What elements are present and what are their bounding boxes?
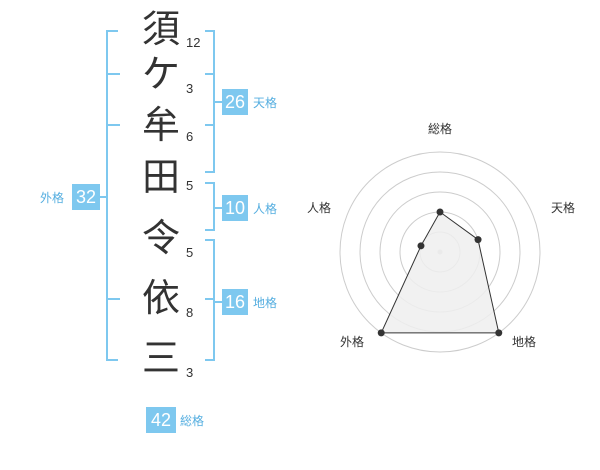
soukaku-badge: 42	[146, 407, 176, 433]
radar-ring	[339, 151, 541, 353]
stroke-count-1: 12	[186, 35, 201, 50]
stroke-count-7: 3	[186, 365, 194, 380]
jinkaku-badge: 10	[222, 195, 248, 221]
jinkaku-connector	[215, 207, 223, 209]
jinkaku-label: 人格	[253, 202, 278, 216]
radar-point-5	[417, 242, 425, 250]
radar-points	[377, 208, 503, 337]
outer-bracket	[106, 30, 118, 361]
tenkaku-connector	[215, 101, 223, 103]
jinkaku-bracket	[205, 182, 215, 231]
outer-bracket-tick	[108, 73, 120, 75]
name-char-2: ケ	[141, 52, 180, 96]
name-char-3: 牟	[141, 103, 180, 147]
radar-area	[380, 211, 500, 334]
radar-point-2	[474, 236, 482, 244]
radar-label-tenkaku: 天格	[551, 200, 575, 215]
stroke-count-4: 5	[186, 178, 194, 193]
radar-label-chikaku: 地格	[512, 334, 536, 349]
name-char-7: 三	[141, 336, 180, 380]
outer-bracket-connector	[96, 196, 108, 198]
radar-label-soukaku: 総格	[428, 121, 452, 136]
tenkaku-bracket-tick	[205, 73, 215, 75]
name-char-5: 令	[141, 216, 180, 260]
chikaku-label: 地格	[253, 296, 278, 310]
chikaku-bracket-tick	[205, 298, 215, 300]
tenkaku-label: 天格	[253, 96, 278, 110]
radar-label-gaikaku: 外格	[340, 334, 364, 349]
chikaku-badge: 16	[222, 289, 248, 315]
outer-bracket-tick	[108, 298, 120, 300]
stroke-count-6: 8	[186, 305, 194, 320]
chikaku-connector	[215, 301, 223, 303]
stroke-count-3: 6	[186, 129, 194, 144]
radar-point-4	[377, 329, 385, 337]
gaikaku-label: 外格	[40, 191, 65, 205]
stroke-count-2: 3	[186, 81, 194, 96]
name-char-1: 須	[141, 7, 180, 51]
name-char-4: 田	[141, 155, 180, 199]
stroke-count-5: 5	[186, 245, 194, 260]
chikaku-bracket	[205, 239, 215, 361]
radar-point-1	[436, 208, 444, 216]
radar-point-3	[495, 329, 503, 337]
tenkaku-badge: 26	[222, 89, 248, 115]
tenkaku-bracket-tick	[205, 124, 215, 126]
name-char-6: 依	[141, 276, 180, 320]
outer-bracket-tick	[108, 124, 120, 126]
gaikaku-badge: 32	[72, 184, 100, 210]
radar-label-jinkaku: 人格	[307, 200, 331, 215]
tenkaku-bracket	[205, 30, 215, 173]
soukaku-label: 総格	[180, 414, 205, 428]
